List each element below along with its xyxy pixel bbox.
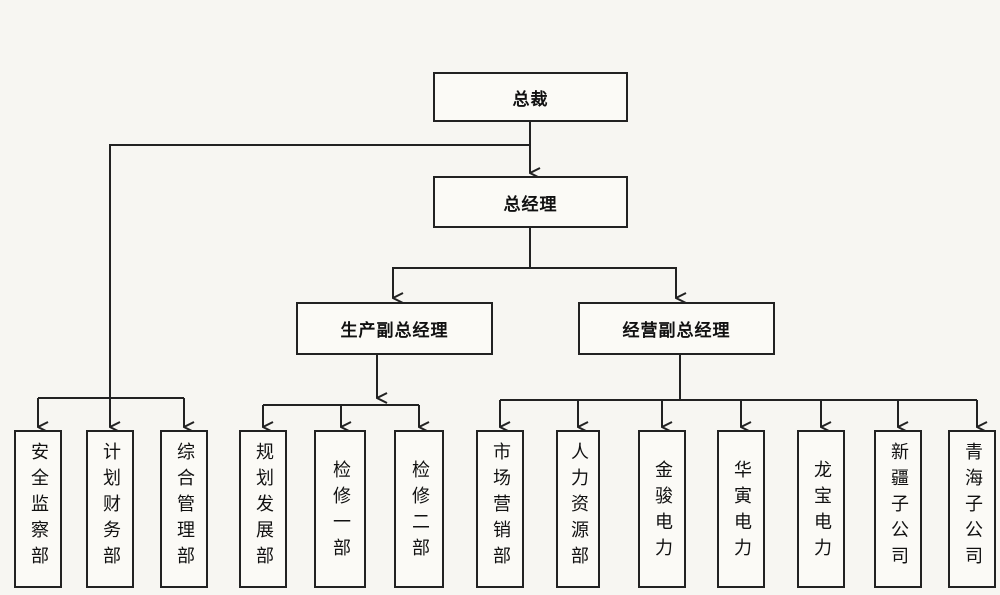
dept-box-1: 安全监察部 — [14, 430, 62, 588]
vp-production-label: 生产副总经理 — [340, 321, 449, 341]
connector-gm-vp-business — [530, 267, 676, 298]
dept-label-6: 检修二部 — [409, 460, 430, 564]
dept-box-5: 检修一部 — [314, 430, 366, 588]
gm-box: 总经理 — [433, 176, 628, 228]
dept-label-1: 安全监察部 — [28, 442, 49, 572]
vp-production-box: 生产副总经理 — [296, 302, 493, 355]
vp-business-box: 经营副总经理 — [578, 302, 775, 355]
connector-gm-vp-production — [392, 267, 530, 298]
dept-box-13: 青海子公司 — [948, 430, 996, 588]
dept-box-11: 龙宝电力 — [797, 430, 845, 588]
vp-business-label: 经营副总经理 — [622, 321, 731, 341]
dept-box-3: 综合管理部 — [160, 430, 208, 588]
dept-box-8: 人力资源部 — [556, 430, 600, 588]
ceo-label: 总裁 — [512, 89, 549, 110]
dept-label-10: 华寅电力 — [731, 460, 752, 564]
dept-label-8: 人力资源部 — [568, 442, 589, 572]
dept-label-2: 计划财务部 — [100, 442, 121, 572]
dept-label-5: 检修一部 — [330, 460, 351, 564]
dept-label-3: 综合管理部 — [174, 442, 195, 572]
dept-box-6: 检修二部 — [394, 430, 444, 588]
dept-box-4: 规划发展部 — [239, 430, 287, 588]
dept-box-9: 金骏电力 — [638, 430, 686, 588]
dept-label-13: 青海子公司 — [962, 442, 983, 572]
gm-label: 总经理 — [503, 194, 558, 215]
ceo-box: 总裁 — [433, 72, 628, 122]
dept-box-2: 计划财务部 — [86, 430, 134, 588]
dept-label-9: 金骏电力 — [652, 460, 673, 564]
dept-label-4: 规划发展部 — [253, 442, 274, 572]
dept-label-7: 市场营销部 — [490, 442, 511, 572]
dept-box-7: 市场营销部 — [476, 430, 524, 588]
dept-label-12: 新疆子公司 — [888, 442, 909, 572]
dept-box-10: 华寅电力 — [717, 430, 765, 588]
dept-box-12: 新疆子公司 — [874, 430, 922, 588]
connector-ceo-staff — [109, 144, 530, 398]
dept-label-11: 龙宝电力 — [811, 460, 832, 564]
